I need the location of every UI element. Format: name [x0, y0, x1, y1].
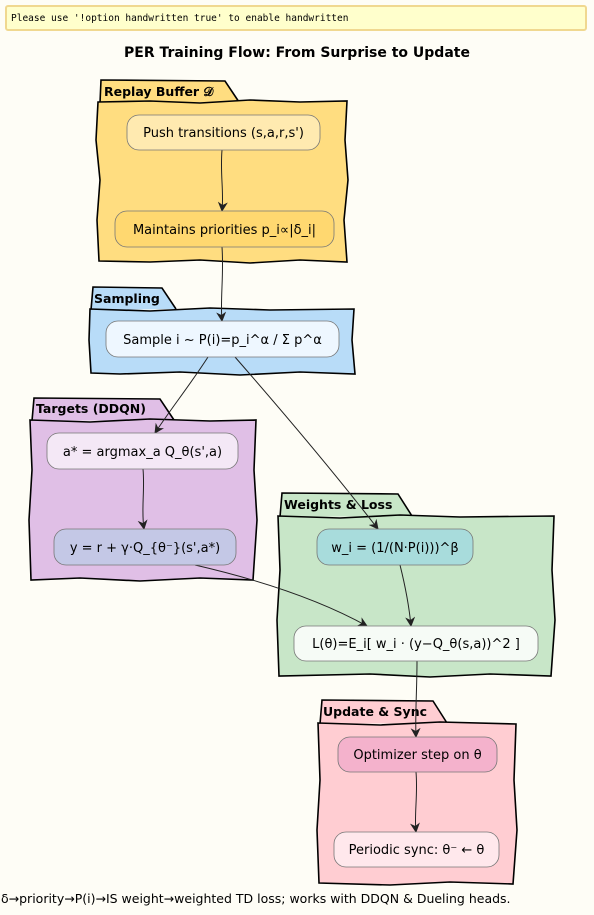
node-target: y = r + γ·Q_{θ⁻}(s',a*) [53, 528, 237, 566]
node-sample-label: Sample i ~ P(i)=p_i^α / Σ p^α [123, 333, 322, 348]
node-argmax-box [46, 432, 239, 470]
package-replay-tab [99, 79, 240, 104]
node-loss: L(θ)=E_i[ w_i · (y−Q_θ(s,a))^2 ] [293, 625, 539, 662]
node-loss-label: L(θ)=E_i[ w_i · (y−Q_θ(s,a))^2 ] [312, 637, 520, 652]
node-priorities-box [114, 210, 335, 248]
node-sync-label: Periodic sync: θ⁻ ← θ [349, 843, 485, 858]
node-argmax: a* = argmax_a Q_θ(s',a) [46, 432, 239, 470]
package-weights-label: Weights & Loss [284, 497, 392, 512]
edge-push-to-priorities [217, 149, 228, 212]
diagram-caption: δ→priority→P(i)→IS weight→weighted TD lo… [1, 891, 511, 906]
edge-target-to-loss [194, 564, 368, 627]
node-sync: Periodic sync: θ⁻ ← θ [333, 831, 500, 868]
edge-sample-to-argmax [154, 356, 209, 434]
node-weight-box [316, 528, 474, 566]
node-priorities-label: Maintains priorities p_i∝|δ_i| [133, 223, 316, 238]
warning-banner: Please use '!option handwritten true' to… [5, 5, 587, 31]
node-sample: Sample i ~ P(i)=p_i^α / Σ p^α [105, 320, 340, 358]
package-sampling-label: Sampling [94, 291, 160, 306]
node-push-box [126, 114, 321, 151]
node-optimizer-label: Optimizer step on θ [353, 748, 481, 763]
node-argmax-label: a* = argmax_a Q_θ(s',a) [63, 445, 222, 460]
edge-loss-to-optimizer [410, 660, 421, 738]
node-weight-label: w_i = (1/(N·P(i)))^β [331, 541, 458, 556]
node-push-label: Push transitions (s,a,r,s') [143, 126, 304, 141]
edge-sample-to-weight [234, 356, 379, 530]
node-target-label: y = r + γ·Q_{θ⁻}(s',a*) [70, 541, 220, 556]
package-update-label: Update & Sync [323, 704, 427, 719]
package-weights-tab [279, 492, 413, 518]
package-sampling-tab [90, 286, 177, 311]
diagram-title: PER Training Flow: From Surprise to Upda… [124, 45, 470, 61]
node-sync-box [333, 831, 500, 868]
node-push-transitions: Push transitions (s,a,r,s') [126, 114, 321, 151]
node-target-box [53, 528, 237, 566]
node-weight: w_i = (1/(N·P(i)))^β [316, 528, 474, 566]
package-update-tab [319, 699, 448, 725]
edge-priorities-to-sample [216, 246, 227, 322]
node-loss-box [293, 625, 539, 662]
node-sample-box [105, 320, 340, 358]
package-targets-label: Targets (DDQN) [36, 401, 146, 416]
edge-weight-to-loss [399, 564, 416, 627]
package-replay-label: Replay Buffer 𝒟 [104, 84, 214, 99]
node-optimizer-box [337, 736, 498, 773]
node-optimizer: Optimizer step on θ [337, 736, 498, 773]
edge-argmax-to-target [137, 468, 148, 530]
edge-optimizer-to-sync [409, 771, 420, 833]
package-targets-tab [31, 397, 175, 422]
node-maintains-priorities: Maintains priorities p_i∝|δ_i| [114, 210, 335, 248]
edges [137, 149, 421, 833]
